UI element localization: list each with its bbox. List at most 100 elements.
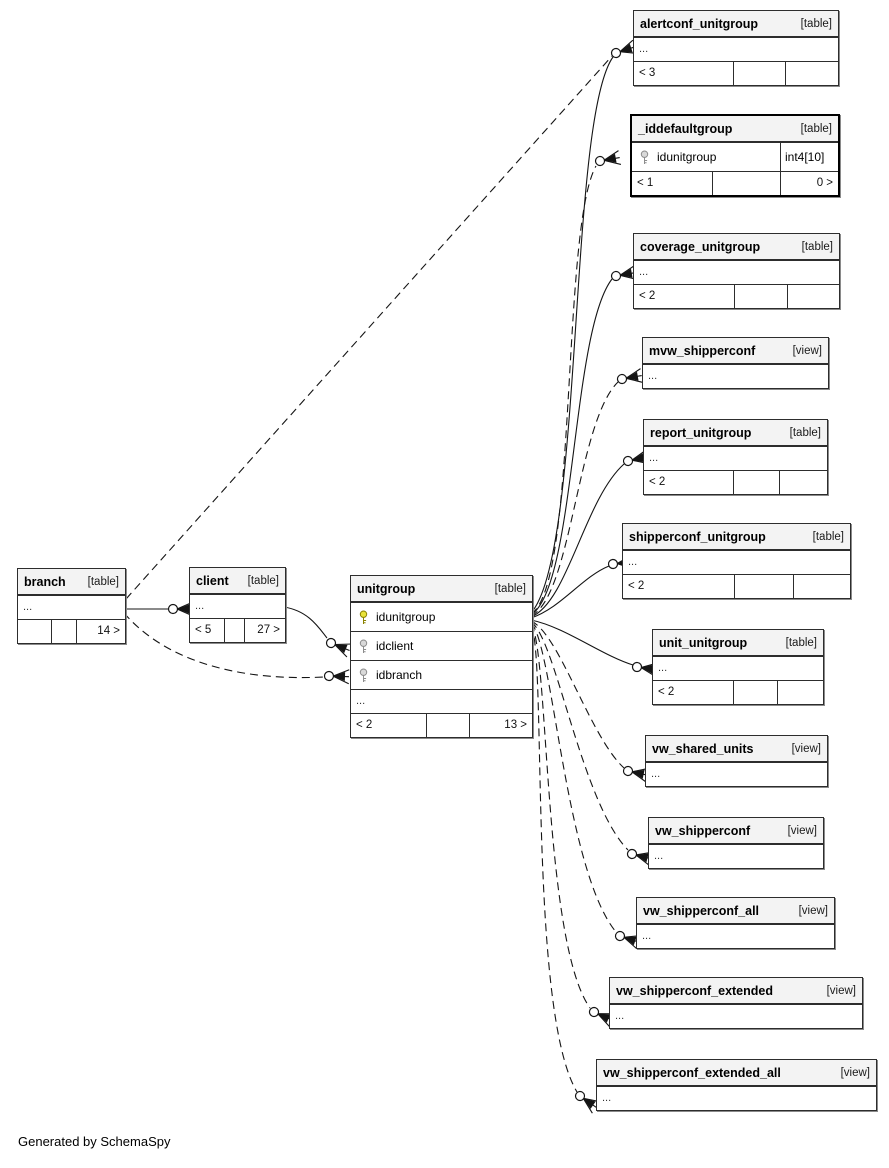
table-name[interactable]: vw_shared_units xyxy=(652,741,754,756)
table-type-tag: [view] xyxy=(798,904,828,917)
column-name-cell: idunitgroup xyxy=(632,143,773,171)
column-row-idunitgroup[interactable]: idunitgroup int4[10] xyxy=(632,143,838,171)
table-header: _iddefaultgroup [table] xyxy=(632,116,838,143)
edge-unitgroup-vw_shipperconf xyxy=(530,621,629,851)
table-header: vw_shipperconf_extended [view] xyxy=(610,978,862,1005)
table-name[interactable]: _iddefaultgroup xyxy=(638,121,733,136)
table-type-tag: [view] xyxy=(840,1066,870,1079)
table-name[interactable]: vw_shipperconf_extended xyxy=(616,983,773,998)
footer-right-cell xyxy=(785,62,838,85)
table-coverage_unitgroup[interactable]: coverage_unitgroup [table] ... < 2 xyxy=(633,233,840,309)
table-_iddefaultgroup[interactable]: _iddefaultgroup [table] idunitgroup int4… xyxy=(630,114,840,197)
table-type-tag: [table] xyxy=(789,426,821,439)
table-type-tag: [table] xyxy=(801,240,833,253)
view-vw_shipperconf_extended_all[interactable]: vw_shipperconf_extended_all [view] ... xyxy=(596,1059,877,1111)
table-name[interactable]: branch xyxy=(24,574,66,589)
connector-unitgroup-idbranch xyxy=(323,668,350,685)
edge-unitgroup-alertconf_unitgroup xyxy=(530,56,614,614)
column-row-idbranch[interactable]: idbranch xyxy=(351,660,532,689)
table-header: client [table] xyxy=(190,568,285,595)
table-type-tag: [table] xyxy=(800,122,832,135)
footer-mid-cell xyxy=(734,575,793,598)
footer-mid-cell xyxy=(712,172,780,195)
footer-mid-cell xyxy=(733,471,779,494)
footer-left-cell: < 3 xyxy=(639,67,656,79)
table-type-tag: [table] xyxy=(812,530,844,543)
connector-mvw_shipperconf xyxy=(615,368,644,388)
view-vw_shipperconf[interactable]: vw_shipperconf [view] ... xyxy=(648,817,824,869)
columns-ellipsis: ... xyxy=(649,452,659,464)
table-name[interactable]: vw_shipperconf xyxy=(655,823,751,838)
table-header: vw_shipperconf [view] xyxy=(649,818,823,845)
table-header: branch [table] xyxy=(18,569,125,596)
table-report_unitgroup[interactable]: report_unitgroup [table] ... < 2 xyxy=(643,419,828,495)
table-type-tag: [table] xyxy=(494,582,526,595)
table-type-tag: [view] xyxy=(792,344,822,357)
column-type: int4[10] xyxy=(780,143,838,171)
column-name: idclient xyxy=(376,639,414,653)
columns-ellipsis: ... xyxy=(628,556,638,568)
columns-ellipsis: ... xyxy=(602,1092,612,1104)
table-name[interactable]: mvw_shipperconf xyxy=(649,343,756,358)
footer-left-cell: < 2 xyxy=(628,580,645,592)
column-name: idunitgroup xyxy=(376,610,436,624)
table-type-tag: [table] xyxy=(785,636,817,649)
table-unit_unitgroup[interactable]: unit_unitgroup [table] ... < 2 xyxy=(652,629,824,705)
view-vw_shipperconf_all[interactable]: vw_shipperconf_all [view] ... xyxy=(636,897,835,949)
table-name[interactable]: coverage_unitgroup xyxy=(640,239,761,254)
table-client[interactable]: client [table] ... < 5 27 > xyxy=(189,567,286,643)
table-name[interactable]: vw_shipperconf_all xyxy=(643,903,760,918)
view-mvw_shipperconf[interactable]: mvw_shipperconf [view] ... xyxy=(642,337,829,389)
edge-branch-alertconf_unitgroup xyxy=(125,55,613,600)
footer-right-cell xyxy=(777,681,823,704)
table-alertconf_unitgroup[interactable]: alertconf_unitgroup [table] ... < 3 xyxy=(633,10,839,86)
columns-ellipsis: ... xyxy=(648,370,658,382)
table-footer: < 2 xyxy=(634,284,839,308)
columns-ellipsis: ... xyxy=(642,930,652,942)
footer-right-cell: 0 > xyxy=(780,172,838,195)
view-vw_shared_units[interactable]: vw_shared_units [view] ... xyxy=(645,735,828,787)
connector-unitgroup-idclient xyxy=(323,634,353,658)
column-row-idunitgroup[interactable]: idunitgroup xyxy=(351,603,532,631)
footer-mid-cell xyxy=(733,681,777,704)
footer-left-cell: < 2 xyxy=(649,476,666,488)
footer-right-cell xyxy=(793,575,850,598)
table-branch[interactable]: branch [table] ... 14 > xyxy=(17,568,126,644)
footer-mid-cell xyxy=(734,285,787,308)
table-header: shipperconf_unitgroup [table] xyxy=(623,524,850,551)
table-footer: < 5 27 > xyxy=(190,618,285,642)
column-row-idclient[interactable]: idclient xyxy=(351,631,532,660)
table-type-tag: [view] xyxy=(787,824,817,837)
table-unitgroup[interactable]: unitgroup [table] idunitgroup idclient i… xyxy=(350,575,533,738)
column-name: idbranch xyxy=(376,668,423,682)
columns-ellipsis: ... xyxy=(351,689,532,713)
footer-mid-cell xyxy=(51,620,76,643)
table-shipperconf_unitgroup[interactable]: shipperconf_unitgroup [table] ... < 2 xyxy=(622,523,851,599)
table-name[interactable]: report_unitgroup xyxy=(650,425,752,440)
footer-left-cell: < 2 xyxy=(658,686,675,698)
table-name[interactable]: unitgroup xyxy=(357,581,416,596)
edge-unitgroup-_iddefaultgroup xyxy=(530,165,597,615)
table-name[interactable]: shipperconf_unitgroup xyxy=(629,529,766,544)
table-header: report_unitgroup [table] xyxy=(644,420,827,447)
table-name[interactable]: vw_shipperconf_extended_all xyxy=(603,1065,781,1080)
footer-mid-cell xyxy=(426,714,469,737)
table-name[interactable]: alertconf_unitgroup xyxy=(640,16,759,31)
table-name[interactable]: unit_unitgroup xyxy=(659,635,748,650)
foreign-key-icon xyxy=(359,638,368,653)
edge-unitgroup-vw_shipperconf_all xyxy=(530,622,617,933)
footer-right-cell: 13 > xyxy=(469,714,532,737)
footer-right-cell xyxy=(779,471,827,494)
edge-client-unitgroup-idclient xyxy=(283,606,328,639)
foreign-key-icon xyxy=(359,667,368,682)
footer-right-cell: 27 > xyxy=(244,619,285,642)
table-header: vw_shipperconf_all [view] xyxy=(637,898,834,925)
table-name[interactable]: client xyxy=(196,573,229,588)
view-vw_shipperconf_extended[interactable]: vw_shipperconf_extended [view] ... xyxy=(609,977,863,1029)
generated-by-note: Generated by SchemaSpy xyxy=(18,1134,171,1149)
edge-branch-unitgroup-idbranch xyxy=(123,612,325,679)
edge-unitgroup-unit_unitgroup xyxy=(530,619,634,666)
columns-ellipsis: ... xyxy=(651,768,661,780)
